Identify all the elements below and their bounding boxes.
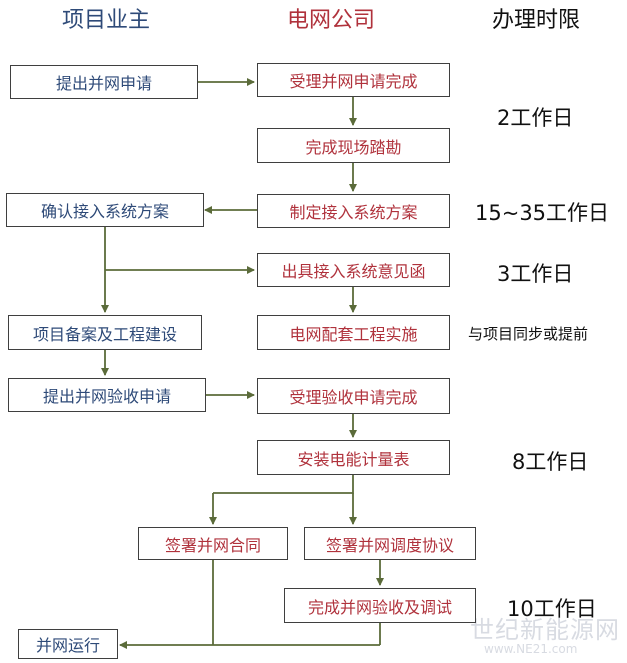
step-owner-confirm-plan: 确认接入系统方案 [6,193,204,227]
step-owner-apply: 提出并网申请 [10,65,198,99]
column-header-time-limit: 办理时限 [492,8,581,33]
duration-8-days: 8工作日 [512,450,589,474]
duration-2-days: 2工作日 [497,106,574,130]
column-header-owner: 项目业主 [62,8,151,33]
watermark-url: www.NE21.com [484,642,578,656]
step-grid-sign-contract: 签署并网合同 [138,527,288,560]
duration-sync-with-project: 与项目同步或提前 [468,325,589,343]
watermark-logo-text: 世纪新能源网 [470,616,620,644]
step-grid-draft-plan: 制定接入系统方案 [257,194,450,228]
duration-10-days: 10工作日 [507,597,597,621]
branch-meter [213,475,354,494]
step-grid-install-meter: 安装电能计量表 [257,440,450,475]
step-owner-filing-construction: 项目备案及工程建设 [8,315,202,350]
step-grid-site-survey: 完成现场踏勘 [257,128,450,163]
step-grid-accept-application: 受理并网申请完成 [257,63,450,97]
step-grid-supporting-works: 电网配套工程实施 [257,315,450,350]
step-owner-grid-operation: 并网运行 [18,629,118,659]
column-header-grid-company: 电网公司 [287,8,376,33]
step-owner-acceptance-apply: 提出并网验收申请 [8,378,206,412]
duration-15-35-days: 15~35工作日 [475,201,610,225]
step-grid-finish-acceptance: 完成并网验收及调试 [284,588,476,623]
duration-3-days: 3工作日 [497,262,574,286]
step-grid-sign-dispatch: 签署并网调度协议 [304,527,476,560]
step-grid-opinion-letter: 出具接入系统意见函 [257,253,450,287]
step-grid-accept-acceptance: 受理验收申请完成 [257,378,450,414]
